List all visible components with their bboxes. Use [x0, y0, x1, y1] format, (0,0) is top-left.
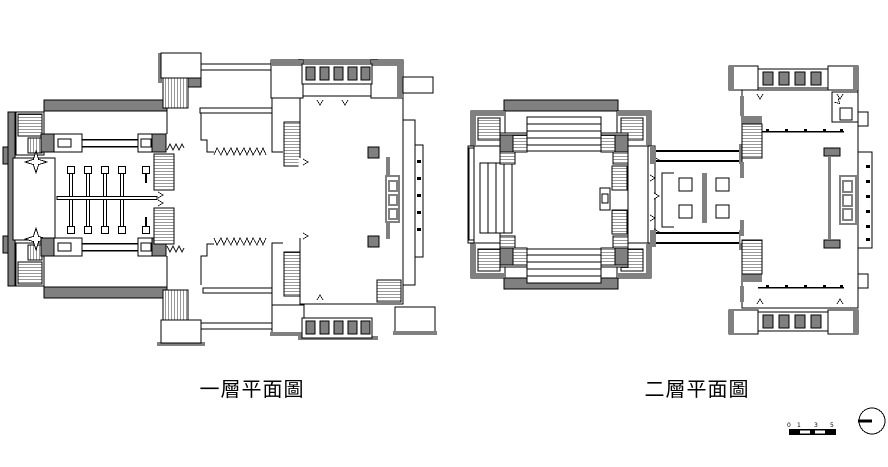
stair-icon: [741, 239, 763, 282]
door-chevron-icon: [157, 199, 164, 207]
scale-tick-label: 0: [787, 422, 791, 429]
scale-tick-label: 1: [797, 422, 801, 429]
corner-room: [270, 59, 304, 99]
plan1-auditorium-wing: [2, 99, 175, 299]
plan2-hall-wing: [728, 65, 873, 335]
stair-icon: [470, 110, 506, 147]
roof-lines-bottom: [499, 247, 629, 284]
stair-icon: [612, 235, 629, 249]
colonnade-porch-bottom: [301, 317, 373, 339]
north-indicator-icon: [858, 407, 886, 435]
stair-tower-top: [158, 52, 202, 109]
gallery-passage-bottom: [40, 237, 167, 257]
second-floor-plan-caption: 二層平面圖: [644, 377, 750, 401]
roof-lines-left: [479, 162, 513, 234]
plan2-upper-hall-wing: [467, 99, 660, 290]
corner-room: [271, 304, 305, 336]
stair-icon: [499, 235, 516, 249]
door-chevron-icon: [157, 191, 164, 199]
stair-icon: [15, 242, 45, 287]
gallery-passage-top: [40, 133, 167, 153]
partition: [702, 173, 707, 223]
stair-icon: [611, 165, 628, 191]
stair-icon: [283, 121, 301, 167]
stair-icon: [612, 151, 629, 165]
stair-icon: [283, 251, 301, 297]
bench-rows: [56, 166, 158, 234]
stair-icon: [470, 242, 506, 279]
stair-icon: [153, 207, 175, 245]
vestibule: [12, 157, 56, 241]
plan2-bridge-corridor: [649, 144, 753, 250]
scale-tick-label: 5: [830, 422, 834, 429]
shrine-structure: [823, 147, 858, 249]
stair-icon: [376, 279, 402, 303]
corridor-columns: [678, 177, 730, 219]
door-frame: [661, 172, 674, 228]
stair-icon: [741, 116, 763, 159]
colonnade-porch-top: [728, 65, 859, 91]
colonnade-porch-bottom: [728, 309, 859, 335]
stair-icon: [153, 153, 175, 191]
break-lines: [166, 143, 267, 253]
scale-tick-label: 3: [814, 422, 818, 429]
altar-structure: [367, 146, 401, 248]
colonnade-porch-top: [301, 63, 373, 85]
second-floor-plan-drawing: [467, 65, 873, 335]
door-chevron-icon: [653, 192, 660, 200]
east-bay: [402, 76, 434, 286]
first-floor-plan-caption: 一層平面圖: [199, 377, 305, 401]
east-bay: [857, 111, 873, 289]
corner-room: [394, 306, 436, 335]
roof-lines-top: [499, 116, 629, 153]
plan1-central-corridor: [157, 52, 301, 346]
stair-icon: [611, 209, 628, 235]
stair-tower-bottom: [157, 289, 205, 346]
first-floor-plan-drawing: [2, 52, 437, 346]
plan1-hall-wing: [270, 59, 437, 340]
stair-icon: [15, 111, 45, 156]
corner-room: [831, 91, 859, 123]
stair-icon: [616, 110, 652, 147]
scale-bar: 0 1 3 5: [787, 422, 836, 435]
stair-icon: [499, 151, 516, 165]
